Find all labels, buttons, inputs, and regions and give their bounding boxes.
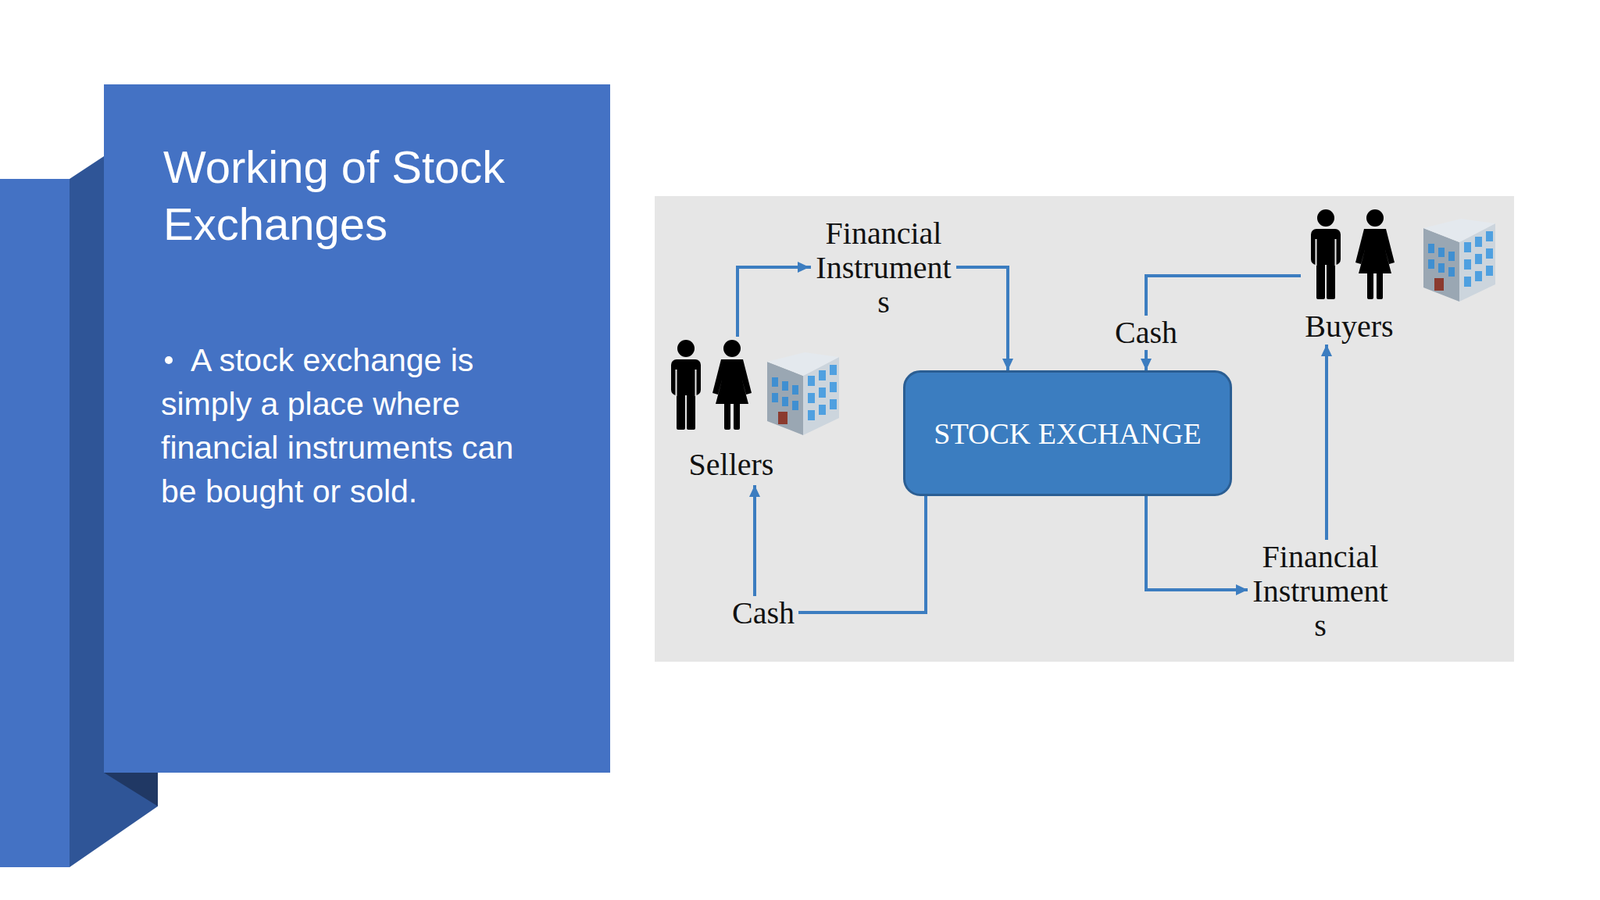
process-box: STOCK EXCHANGE — [903, 370, 1233, 497]
slide-title: Working of Stock Exchanges — [163, 138, 570, 253]
node-text: Sellers — [665, 447, 797, 483]
edge-label: Cash — [728, 596, 799, 631]
flow-arrow — [749, 485, 926, 613]
node-text: Buyers — [1300, 309, 1398, 344]
building-icon — [767, 352, 840, 436]
connector-line — [754, 485, 926, 613]
arrow-head — [1002, 358, 1014, 371]
actor-group: Sellers — [665, 336, 845, 486]
arrow-head — [797, 261, 810, 273]
edge-label: Financial Instrument s — [1247, 539, 1393, 643]
node-text: STOCK EXCHANGE — [905, 372, 1230, 494]
arrow-head — [1321, 344, 1333, 357]
edge-label: Cash — [1110, 315, 1182, 350]
bullet-dot — [164, 356, 173, 365]
actor-group: Buyers — [1300, 207, 1500, 345]
man-icon — [671, 339, 701, 430]
building-icon — [1423, 218, 1496, 302]
arrow-head — [1235, 584, 1248, 596]
man-icon — [1310, 209, 1341, 300]
arrow-head — [749, 485, 761, 497]
side-band — [0, 178, 70, 868]
bullet-text: A stock exchange is simply a place where… — [160, 338, 556, 514]
woman-icon — [1355, 209, 1395, 300]
arrow-head — [1140, 358, 1152, 371]
woman-icon — [712, 339, 752, 430]
edge-label: Financial Instrument s — [810, 216, 957, 320]
fold-corner — [103, 772, 158, 807]
